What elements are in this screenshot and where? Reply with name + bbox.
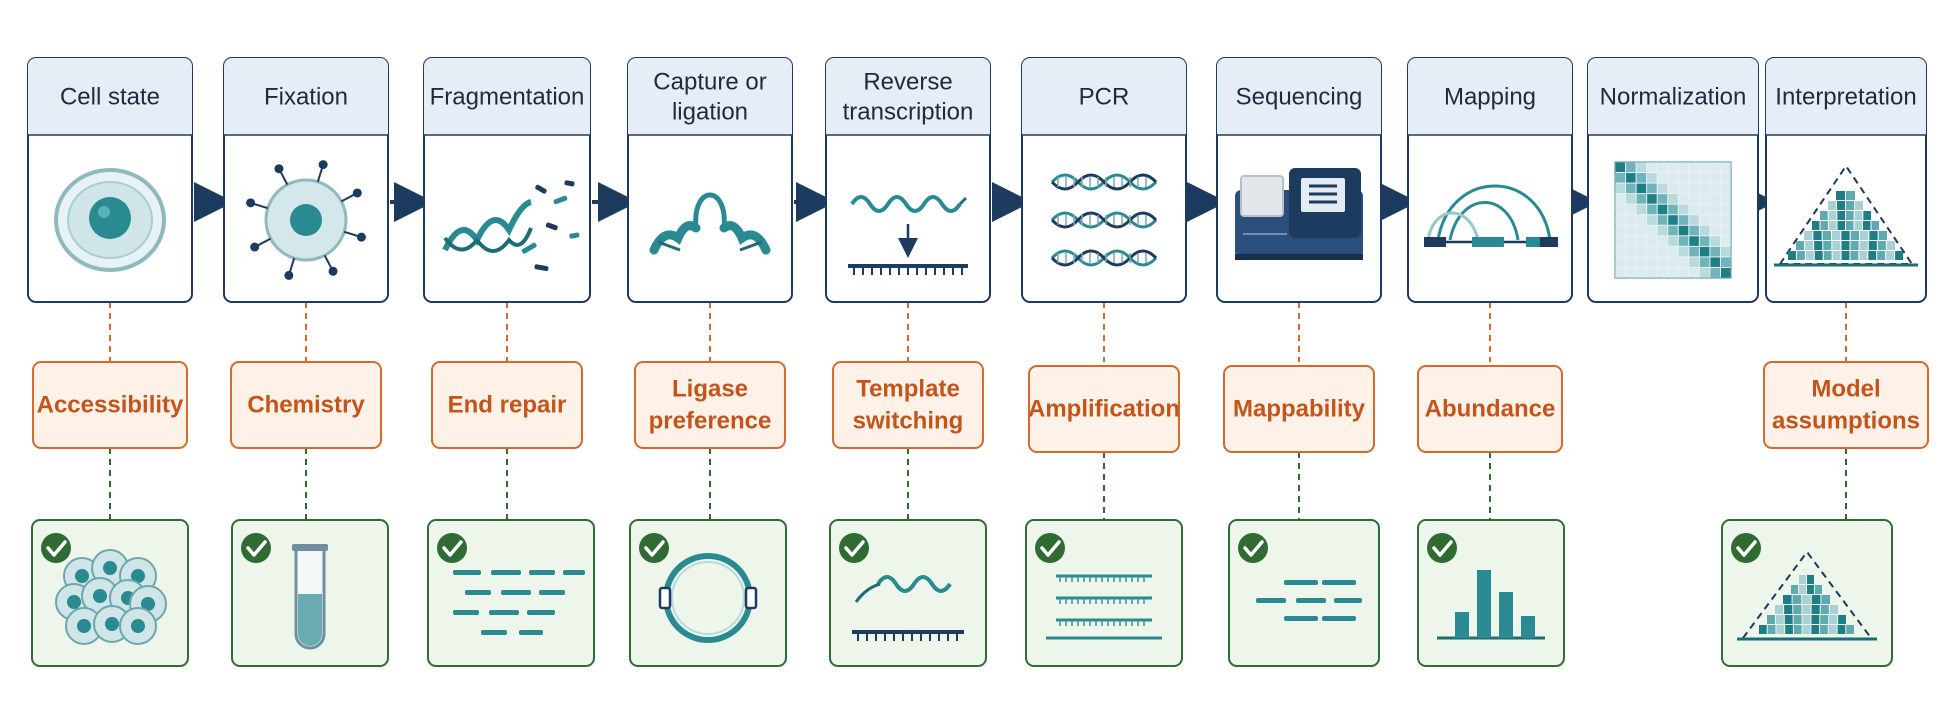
cell-cluster-icon	[55, 549, 167, 645]
stage-title: Fragmentation	[430, 84, 585, 111]
stage-header	[1022, 58, 1186, 135]
stage-card-sequencing: Sequencing	[1216, 57, 1382, 303]
stage-card-cell-state: Cell state	[27, 57, 193, 303]
ligation-loop-icon	[649, 192, 771, 255]
bar-histogram-icon	[1437, 570, 1545, 640]
check-circle-icon	[1035, 533, 1065, 563]
rt-template-icon	[852, 575, 964, 641]
correction-box-cell-state	[31, 519, 189, 667]
correction-box-fragmentation	[427, 519, 595, 667]
stage-title: PCR	[1079, 84, 1130, 111]
stage-card-mapping: Mapping	[1407, 57, 1573, 303]
bias-box-reverse-transcription: Template switching	[832, 361, 984, 449]
heatmap-matrix-icon	[1614, 161, 1732, 279]
stage-card-pcr: PCR	[1021, 57, 1187, 303]
bias-box-capture-ligation: Ligase preference	[634, 361, 786, 449]
stage-title-line-1: Capture or	[653, 69, 766, 96]
bias-box-interpretation: Model assumptions	[1763, 361, 1929, 449]
check-circle-icon	[1427, 533, 1457, 563]
stage-card-fixation: Fixation	[223, 57, 389, 303]
correction-box-fixation	[231, 519, 389, 667]
corrected-peak-icon	[1737, 550, 1877, 641]
bias-label: End repair	[448, 392, 567, 419]
correction-box-sequencing	[1228, 519, 1380, 667]
dna-fragments-icon	[442, 180, 580, 272]
stage-header	[224, 58, 388, 135]
bias-label-line-1: Model	[1811, 376, 1880, 403]
bias-label: Chemistry	[247, 392, 365, 419]
test-tube-icon	[292, 544, 328, 650]
stage-header	[826, 58, 990, 135]
fixed-cell-icon	[246, 160, 366, 280]
stage-title: Fixation	[264, 84, 348, 111]
stage-title-line-1: Reverse	[863, 69, 952, 96]
bias-label: Amplification	[1028, 396, 1180, 423]
stage-header	[1766, 58, 1926, 135]
fragment-dashes-icon	[453, 570, 585, 635]
correction-box-pcr	[1025, 519, 1183, 667]
stage-header	[628, 58, 792, 135]
bias-label-line-2: preference	[649, 408, 772, 435]
stage-title: Interpretation	[1775, 84, 1916, 111]
bias-box-cell-state: Accessibility	[32, 361, 188, 449]
bias-box-mapping: Abundance	[1417, 365, 1563, 453]
stage-header	[424, 58, 590, 135]
bias-label-line-2: assumptions	[1772, 408, 1920, 435]
correction-box-mapping	[1417, 519, 1565, 667]
stage-card-interpretation: Interpretation	[1765, 57, 1927, 303]
correction-box-reverse-transcription	[829, 519, 987, 667]
bias-box-pcr: Amplification	[1028, 365, 1180, 453]
circular-dna-icon	[658, 553, 758, 643]
stage-title: Normalization	[1600, 84, 1747, 111]
stage-header	[1588, 58, 1758, 135]
rt-strand-icon	[848, 195, 968, 275]
stage-card-normalization: Normalization	[1587, 57, 1759, 303]
bias-label-line-1: Ligase	[672, 376, 748, 403]
read-arcs-icon	[1424, 184, 1558, 247]
bias-box-fixation: Chemistry	[230, 361, 382, 449]
stage-card-reverse-transcription: Reverse transcription	[825, 57, 991, 303]
stage-header	[1408, 58, 1572, 135]
bias-box-fragmentation: End repair	[431, 361, 583, 449]
stage-header	[28, 58, 192, 135]
stage-card-fragmentation: Fragmentation	[423, 57, 591, 303]
correction-box-interpretation	[1721, 519, 1893, 667]
bias-label-line-2: switching	[853, 408, 964, 435]
bias-label-line-1: Template	[856, 376, 960, 403]
check-circle-icon	[41, 533, 71, 563]
stage-header	[1217, 58, 1381, 135]
peak-triangle-icon	[1774, 164, 1918, 267]
amplicon-strands-icon	[1046, 574, 1162, 640]
stage-title: Mapping	[1444, 84, 1536, 111]
dna-helix-icon	[1050, 173, 1158, 267]
check-circle-icon	[1731, 533, 1761, 563]
bias-label: Accessibility	[37, 392, 184, 419]
sequencer-icon	[1235, 168, 1363, 260]
bias-label: Abundance	[1425, 396, 1556, 423]
stage-title: Cell state	[60, 84, 160, 111]
mapped-reads-icon	[1256, 580, 1362, 621]
stage-title: Sequencing	[1236, 84, 1363, 111]
stage-card-capture-ligation: Capture or ligation	[627, 57, 793, 303]
check-circle-icon	[839, 533, 869, 563]
check-circle-icon	[1238, 533, 1268, 563]
check-circle-icon	[241, 533, 271, 563]
cell-icon	[54, 168, 166, 272]
check-circle-icon	[437, 533, 467, 563]
stage-title-line-2: transcription	[843, 99, 974, 126]
correction-box-capture-ligation	[629, 519, 787, 667]
bias-box-sequencing: Mappability	[1223, 365, 1375, 453]
stage-title-line-2: ligation	[672, 99, 748, 126]
check-circle-icon	[639, 533, 669, 563]
bias-label: Mappability	[1233, 396, 1366, 423]
